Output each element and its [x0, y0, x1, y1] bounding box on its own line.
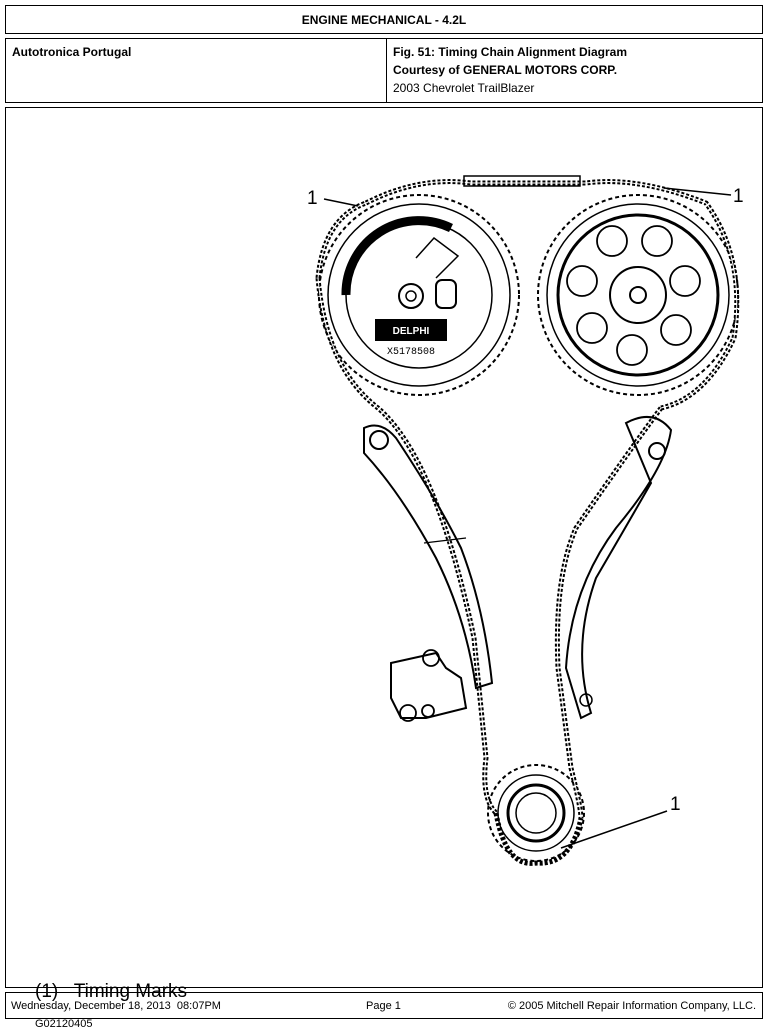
document-title: ENGINE MECHANICAL - 4.2L	[301, 13, 467, 27]
upper-chain-guide	[463, 175, 581, 187]
figure-title: Fig. 51: Timing Chain Alignment Diagram	[393, 45, 628, 59]
sprocket-brand-label: DELPHI	[393, 326, 430, 337]
figure-id: G02120405	[35, 1018, 93, 1030]
footer-copyright: © 2005 Mitchell Repair Information Compa…	[507, 1000, 756, 1012]
left-tensioner-shoe	[363, 424, 494, 690]
figure-panel: DELPHI X5178508	[5, 107, 763, 1030]
sprocket-part-label: X5178508	[387, 347, 435, 358]
timing-mark-callout-crank: 1	[670, 794, 681, 815]
timing-mark-callout-left: 1	[307, 188, 318, 209]
figure-caption: (1) Timing Marks	[35, 981, 188, 1002]
left-cam-sprocket: DELPHI X5178508	[318, 194, 520, 396]
info-divider	[386, 39, 387, 102]
company-name: Autotronica Portugal	[12, 45, 132, 59]
right-cam-sprocket	[537, 194, 739, 396]
footer-date: Wednesday, December 18, 2013 08:07PM	[11, 1000, 221, 1012]
hydraulic-tensioner	[390, 649, 468, 722]
page-footer: Wednesday, December 18, 2013 08:07PM Pag…	[5, 992, 763, 1019]
footer-page-number: Page 1	[366, 1000, 401, 1012]
document-header: ENGINE MECHANICAL - 4.2L	[5, 5, 763, 34]
timing-chain	[315, 179, 740, 819]
timing-chain-diagram: DELPHI X5178508	[315, 175, 740, 866]
info-panel: Autotronica Portugal Fig. 51: Timing Cha…	[5, 38, 763, 103]
vehicle-name: 2003 Chevrolet TrailBlazer	[393, 81, 535, 95]
figure-courtesy: Courtesy of GENERAL MOTORS CORP.	[393, 63, 618, 77]
right-chain-guide	[564, 415, 673, 720]
timing-mark-callout-right: 1	[733, 186, 744, 207]
